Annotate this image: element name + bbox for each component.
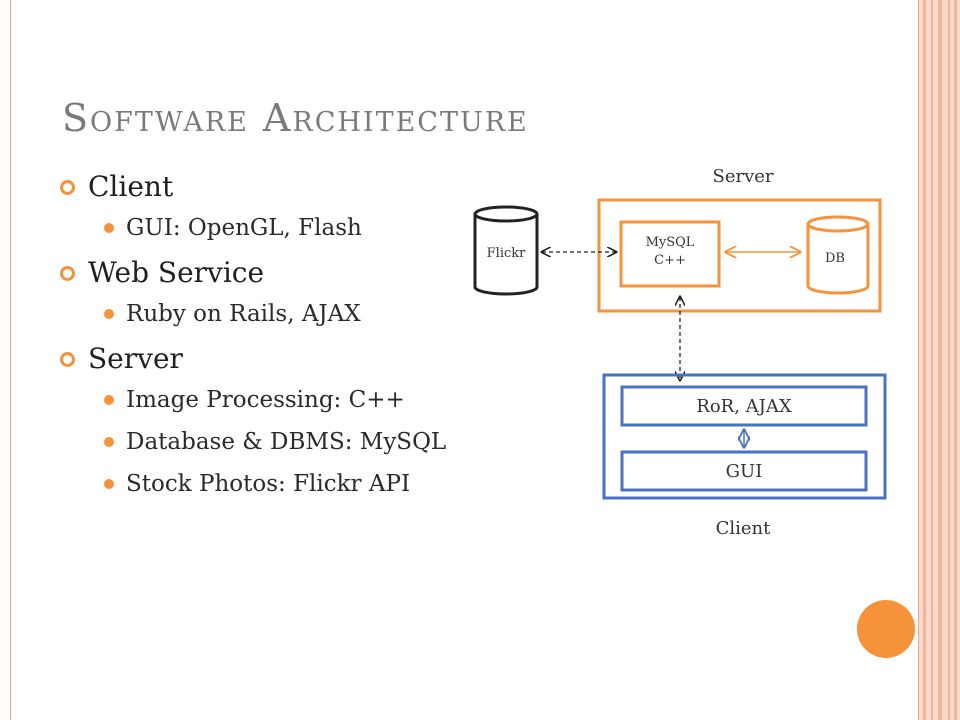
bullet-ring-icon [60,266,75,281]
db-label: DB [825,251,845,266]
gui-label: GUI [726,461,763,482]
client-box [602,373,887,500]
stripe [923,0,926,720]
stripe [954,0,957,720]
flickr-label: Flickr [487,246,526,261]
sub-bullet-label: Ruby on Rails, AJAX [126,301,361,327]
sub-bullet: Ruby on Rails, AJAX [60,300,520,328]
bullet-dot-icon [104,395,114,405]
sub-bullet: Image Processing: C++ [60,386,520,414]
sub-bullet: GUI: OpenGL, Flash [60,214,520,242]
sub-bullet-label: Stock Photos: Flickr API [126,471,411,497]
mysql-box [619,220,721,288]
bullet-label: Client [88,170,174,203]
flickr-cylinder [473,205,539,296]
stripe [948,0,950,720]
decorative-orange-circle [857,600,915,658]
stripe [938,0,942,720]
bullet-server: Server [60,342,520,376]
mysql-label: MySQL [646,235,695,250]
ror-label: RoR, AJAX [696,396,792,417]
sub-bullet-label: GUI: OpenGL, Flash [126,215,362,241]
bullet-dot-icon [104,309,114,319]
stripe [931,0,933,720]
frame-right-line [918,0,919,720]
ror-box [620,385,868,427]
bullet-dot-icon [104,479,114,489]
bullet-client: Client [60,170,520,204]
bullet-ring-icon [60,180,75,195]
cpp-label: C++ [654,253,686,268]
slide-title: Software Architecture [62,96,529,140]
client-caption: Client [716,518,772,539]
db-cylinder [806,215,870,295]
bullet-web-service: Web Service [60,256,520,290]
server-caption: Server [712,166,773,187]
decorative-stripe-band [919,0,960,720]
bullet-dot-icon [104,223,114,233]
bullet-ring-icon [60,352,75,367]
bullet-label: Server [88,342,183,375]
sub-bullet-label: Database & DBMS: MySQL [126,429,447,455]
sub-bullet-label: Image Processing: C++ [126,387,405,413]
frame-left-line [10,0,11,720]
bullet-label: Web Service [88,256,265,289]
bullet-list: Client GUI: OpenGL, Flash Web Service Ru… [60,170,520,512]
sub-bullet: Stock Photos: Flickr API [60,470,520,498]
gui-box [620,450,868,492]
bullet-dot-icon [104,437,114,447]
sub-bullet: Database & DBMS: MySQL [60,428,520,456]
